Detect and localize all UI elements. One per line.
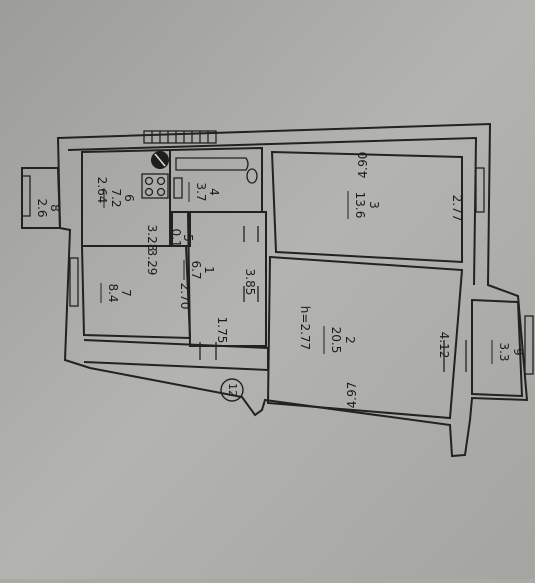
room-8-number: 8 [48, 204, 62, 212]
ceiling-height-label: h=2.77 [298, 306, 312, 350]
room-2-number: 2 [343, 336, 357, 344]
dimension-4-12: 4.12 [437, 332, 451, 359]
dimension-1-75: 1.75 [215, 317, 229, 344]
plan-marker: 12 [220, 378, 244, 402]
dimension-3-28: 3.28 [145, 225, 159, 252]
washbasin-icon [173, 177, 183, 199]
room-5-walls [171, 211, 191, 247]
stove-icon [141, 173, 169, 199]
room-1-walls [186, 211, 267, 347]
dimension-2-64: 2.64 [95, 177, 109, 204]
room-7-number: 7 [119, 289, 133, 297]
outer-wall [56, 122, 529, 458]
corridor-wall [83, 339, 269, 372]
dimension-labels: 4.90 2.77 4.97 4.12 h=2.77 2.64 3.28 3.2… [95, 152, 464, 409]
toilet-icon [246, 168, 258, 184]
window-room-7 [69, 257, 79, 307]
window-marks [21, 130, 534, 375]
room-9-number: 9 [511, 348, 525, 356]
room-3-number: 3 [367, 201, 381, 209]
outer-wall-inner [67, 136, 478, 286]
room-6-number: 6 [122, 194, 136, 202]
door-marks [199, 226, 467, 372]
room-6-area: 7.2 [109, 188, 123, 207]
room-7-area: 8.4 [106, 283, 120, 302]
dimension-3-85: 3.85 [243, 269, 257, 296]
room-9-walls [471, 298, 524, 398]
dimension-2-70: 2.70 [178, 283, 192, 310]
room-3-area: 13.6 [353, 192, 367, 219]
window-room-9 [524, 315, 534, 375]
room-5-number: 5 [181, 234, 195, 242]
dimension-2-77: 2.77 [450, 195, 464, 222]
bathtub-icon [175, 157, 249, 171]
room-2-area: 20.5 [329, 327, 343, 354]
area-underlines [29, 182, 493, 364]
plan-marker-label: 12 [226, 383, 239, 397]
room-8-area: 2.6 [35, 198, 49, 217]
room-1-area: 6.7 [189, 260, 203, 279]
room-labels: 8 2.6 6 7.2 4 3.7 5 0.1 1 6.7 7 8.4 3 13… [35, 182, 525, 361]
dimension-4-90: 4.90 [356, 152, 370, 179]
room-4-area: 3.7 [194, 182, 208, 201]
room-4-number: 4 [207, 188, 221, 196]
room-5-area: 0.1 [169, 228, 183, 247]
dimension-4-97: 4.97 [345, 382, 359, 409]
radiator-top [143, 130, 217, 144]
walls [21, 122, 529, 458]
room-3-walls [270, 150, 463, 264]
dimension-3-29: 3.29 [145, 249, 159, 276]
window-room-8 [21, 175, 31, 217]
room-9-area: 3.3 [497, 342, 511, 361]
window-room-3 [475, 167, 485, 213]
room-1-number: 1 [202, 266, 216, 274]
boiler-icon [151, 151, 169, 169]
